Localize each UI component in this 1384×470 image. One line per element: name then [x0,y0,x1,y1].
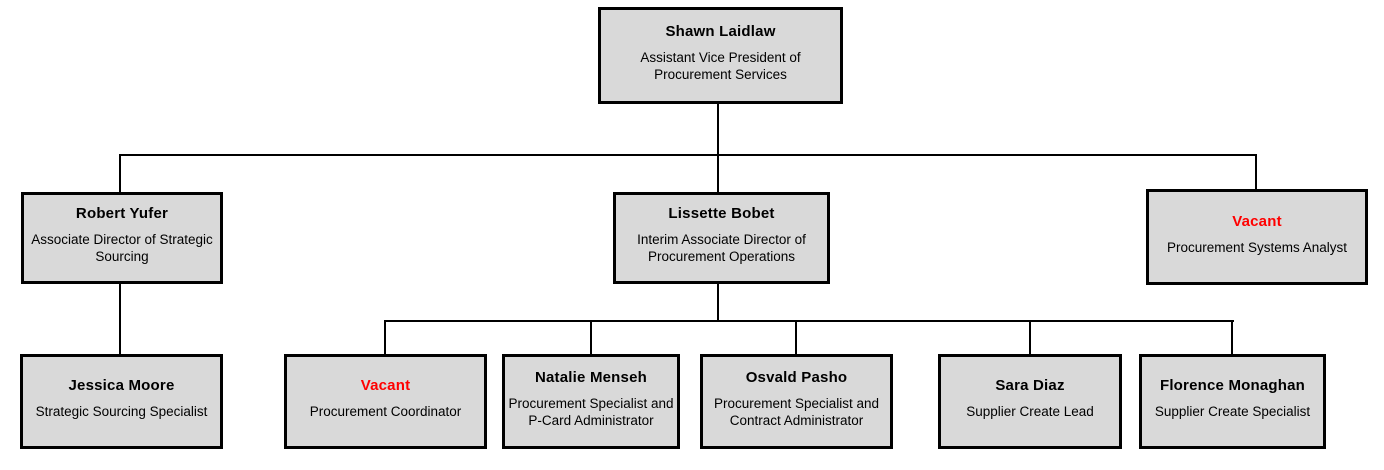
person-name: Natalie Menseh [534,368,647,386]
person-name: Lissette Bobet [668,205,775,222]
person-title: Procurement Coordinator [309,404,462,419]
org-node-florence-monaghan: Florence Monaghan Supplier Create Specia… [1139,354,1326,449]
person-name: Shawn Laidlaw [665,22,776,40]
connector-to-osvald [795,320,797,354]
connector-shawn-down [717,104,719,156]
connector-to-robert [119,154,121,192]
connector-lissette-down [717,284,719,322]
person-title: Procurement Specialist and P-Card Admini… [508,395,674,428]
person-name: Robert Yufer [75,205,169,222]
org-node-natalie-menseh: Natalie Menseh Procurement Specialist an… [502,354,680,449]
person-title: Strategic Sourcing Specialist [35,404,208,419]
person-name: Vacant [360,377,411,394]
connector-to-vacant-coordinator [384,320,386,354]
org-node-osvald-pasho: Osvald Pasho Procurement Specialist and … [700,354,893,449]
org-node-jessica-moore: Jessica Moore Strategic Sourcing Special… [20,354,223,449]
person-title: Associate Director of Strategic Sourcing [31,232,213,264]
person-title: Supplier Create Lead [966,404,1094,419]
org-node-vacant-procurement-systems-analyst: Vacant Procurement Systems Analyst [1146,189,1368,285]
person-title: Supplier Create Specialist [1154,404,1311,419]
org-node-vacant-procurement-coordinator: Vacant Procurement Coordinator [284,354,487,449]
person-title: Interim Associate Director of Procuremen… [637,232,806,264]
connector-to-lissette [717,154,719,192]
connector-to-vacant-analyst [1255,154,1257,189]
connector-to-natalie [590,320,592,354]
org-node-shawn-laidlaw: Shawn Laidlaw Assistant Vice President o… [598,7,843,104]
person-title: Assistant Vice President of Procurement … [640,49,801,82]
org-node-sara-diaz: Sara Diaz Supplier Create Lead [938,354,1122,449]
connector-level3-horizontal [384,320,1234,322]
org-node-robert-yufer: Robert Yufer Associate Director of Strat… [21,192,223,284]
connector-to-sara [1029,320,1031,354]
person-name: Jessica Moore [68,377,175,394]
person-name: Florence Monaghan [1159,377,1306,394]
person-title: Procurement Systems Analyst [1166,239,1348,255]
person-name: Vacant [1232,212,1282,230]
person-title: Procurement Specialist and Contract Admi… [713,395,880,428]
person-name: Sara Diaz [995,377,1065,394]
person-name: Osvald Pasho [745,368,848,386]
org-node-lissette-bobet: Lissette Bobet Interim Associate Directo… [613,192,830,284]
connector-to-florence [1231,320,1233,354]
connector-robert-to-jessica [119,284,121,354]
connector-level2-horizontal [119,154,1257,156]
